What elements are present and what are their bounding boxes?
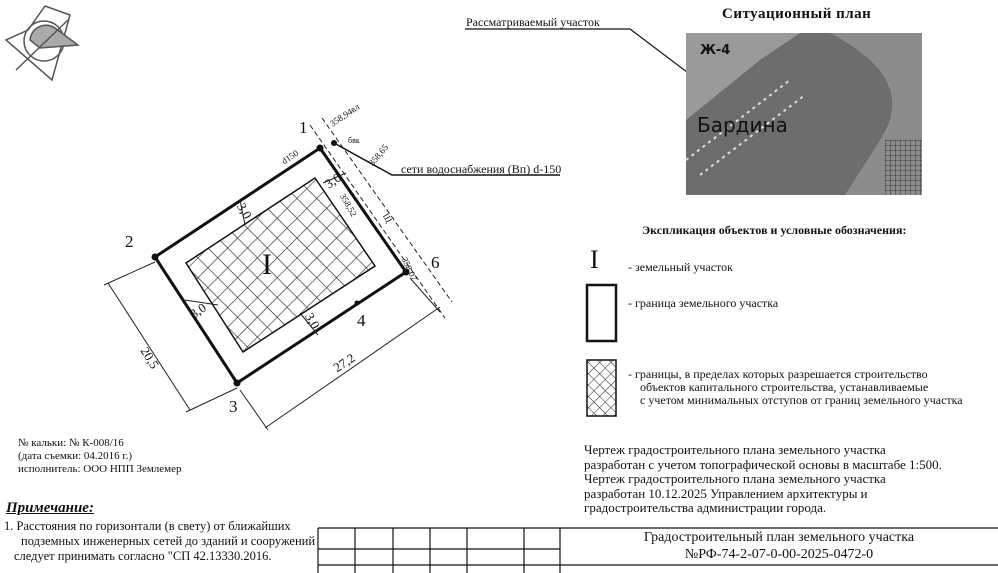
network-leader bbox=[333, 142, 560, 176]
point-6: 6 bbox=[431, 253, 440, 272]
stamp-title-block: Градостроительный план земельного участк… bbox=[560, 529, 998, 563]
legend-boundary-symbol bbox=[585, 283, 618, 343]
parcel-callout: Рассматриваемый участок bbox=[466, 15, 600, 29]
stamp-number: №РФ-74-2-07-0-00-2025-0472-0 bbox=[684, 547, 874, 562]
point-1: 1 bbox=[299, 118, 308, 137]
utility-line bbox=[309, 124, 446, 319]
utility-line bbox=[321, 117, 453, 303]
situation-map bbox=[685, 33, 922, 195]
situation-title: Ситуационный план bbox=[722, 6, 872, 22]
parcel-label: I bbox=[262, 248, 272, 281]
remark-line: подземных инженерных сетей до зданий и с… bbox=[21, 534, 316, 548]
legend-parcel-symbol: I bbox=[590, 245, 599, 274]
street-label: Бардина bbox=[697, 113, 788, 137]
note-line: разработан с учетом топографической осно… bbox=[584, 456, 942, 472]
note-line: Чертеж градостроительного плана земельно… bbox=[584, 471, 886, 486]
zone-label: Ж-4 bbox=[700, 43, 731, 58]
survey-line: (дата съемки: 04.2016 г.) bbox=[18, 450, 133, 462]
legend-line: - границы, в пределах которых разрешаетс… bbox=[628, 367, 928, 381]
point-2: 2 bbox=[125, 232, 134, 251]
legend-buildable-symbol bbox=[586, 359, 617, 417]
logo-icon bbox=[4, 5, 81, 82]
note-line: градостроительства администрации города. bbox=[584, 500, 827, 515]
legend-line: с учетом минимальных отступов от границ … bbox=[640, 393, 963, 407]
survey-info: № кальки: № К-008/16 (дата съемки: 04.20… bbox=[18, 437, 182, 476]
drawing-note: Чертеж градостроительного плана земельно… bbox=[584, 442, 942, 516]
legend-buildable-text: - границы, в пределах которых разрешаетс… bbox=[628, 368, 963, 407]
remark-line: следует принимать согласно "СП 42.13330.… bbox=[14, 549, 272, 563]
point-4: 4 bbox=[357, 311, 366, 330]
network-callout: сети водоснабжения (Вп) d-150 bbox=[401, 162, 562, 176]
stamp-title: Градостроительный план земельного участк… bbox=[643, 530, 915, 545]
survey-line: № кальки: № К-008/16 bbox=[18, 437, 124, 449]
remark-line: 1. Расстояния по горизонтали (в свету) о… bbox=[4, 519, 291, 533]
note-line: Чертеж градостроительного плана земельно… bbox=[584, 442, 886, 457]
buildable-zone bbox=[184, 176, 377, 354]
legend-line: объектов капитального строительства, уст… bbox=[640, 380, 929, 394]
legend-boundary-text: - граница земельного участка bbox=[628, 296, 779, 310]
boundary-points bbox=[151, 140, 410, 387]
dimension-lines bbox=[103, 172, 441, 431]
legend-parcel-text: - земельный участок bbox=[628, 260, 733, 274]
survey-line: исполнитель: ООО НПП Землемер bbox=[18, 463, 182, 475]
stamp-table bbox=[317, 527, 998, 573]
well-label: бвк bbox=[348, 136, 360, 145]
point-3: 3 bbox=[229, 397, 238, 416]
note-line: разработан 10.12.2025 Управлением архите… bbox=[584, 485, 868, 501]
legend-title: Экспликация объектов и условные обозначе… bbox=[642, 223, 907, 237]
remark-title: Примечание: bbox=[6, 500, 94, 516]
remark-text: 1. Расстояния по горизонтали (в свету) о… bbox=[4, 519, 315, 564]
